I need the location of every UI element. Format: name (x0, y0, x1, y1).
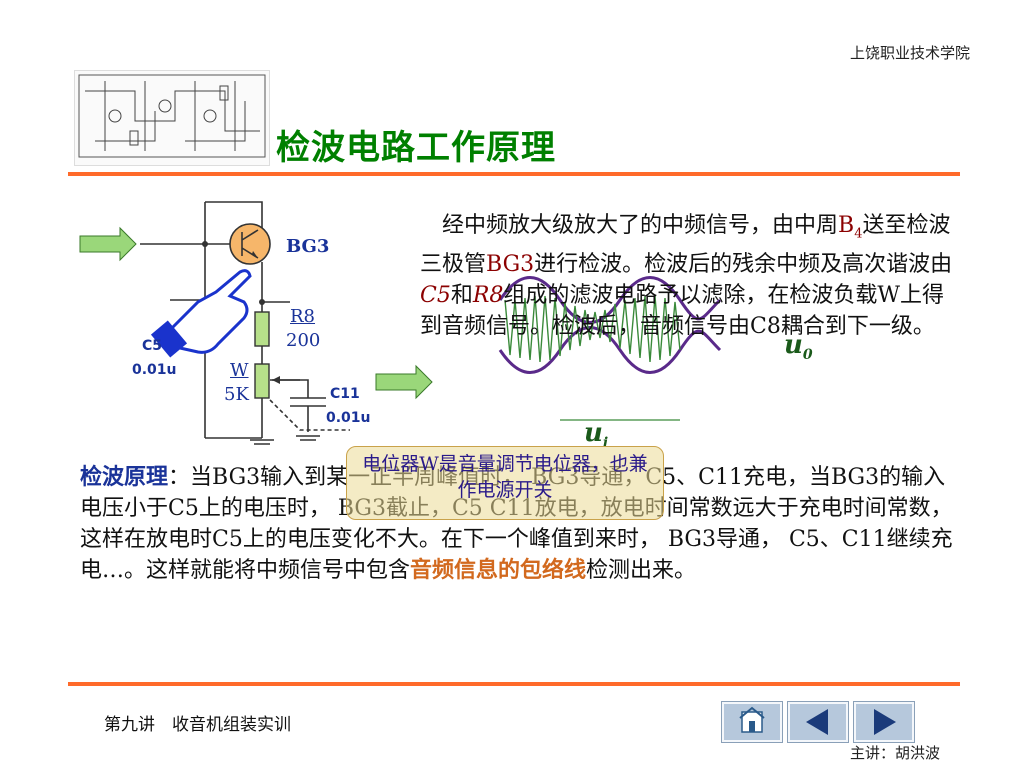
previous-slide-button[interactable] (788, 702, 848, 742)
detection-principle: 检波原理：当BG3输入到某一正半周峰值时， BG3导通，C5、C11充电，当BG… (80, 464, 953, 583)
r8-value: 200 (286, 330, 321, 351)
output-voltage-label: u0 (784, 330, 813, 364)
circuit-description: 经中频放大级放大了的中频信号，由中周B4送至检波三极管BG3进行检波。检波后的残… (420, 213, 953, 340)
bg3-label: BG3 (286, 236, 330, 257)
schematic-drawing (78, 74, 266, 158)
triangle-left-icon (806, 709, 828, 735)
input-voltage-label: ui (584, 418, 609, 452)
c5-value: 0.01u (132, 362, 177, 378)
w-value: 5K (224, 384, 249, 405)
home-button[interactable] (722, 702, 782, 742)
lecture-title: 第九讲 收音机组装实训 (104, 715, 291, 735)
next-slide-button[interactable] (854, 702, 914, 742)
lecturer-name: 主讲：胡洪波 (850, 744, 941, 762)
c11-value: 0.01u (326, 410, 371, 426)
schematic-thumbnail (74, 70, 270, 166)
pointing-hand-icon (150, 269, 252, 358)
volume-pot-callout: 电位器W是音量调节电位器，也兼作电源开关 (346, 446, 664, 520)
c11-name: C11 (330, 386, 360, 402)
footer-divider (68, 682, 960, 686)
c5-name: C5 (142, 338, 163, 354)
school-name: 上饶职业技术学院 (849, 44, 970, 62)
home-icon (739, 706, 765, 733)
triangle-right-icon (874, 709, 896, 735)
r8-name: R8 (290, 306, 316, 327)
w-name: W (230, 360, 249, 381)
page-title: 检波电路工作原理 (276, 128, 556, 168)
title-divider (68, 172, 960, 176)
